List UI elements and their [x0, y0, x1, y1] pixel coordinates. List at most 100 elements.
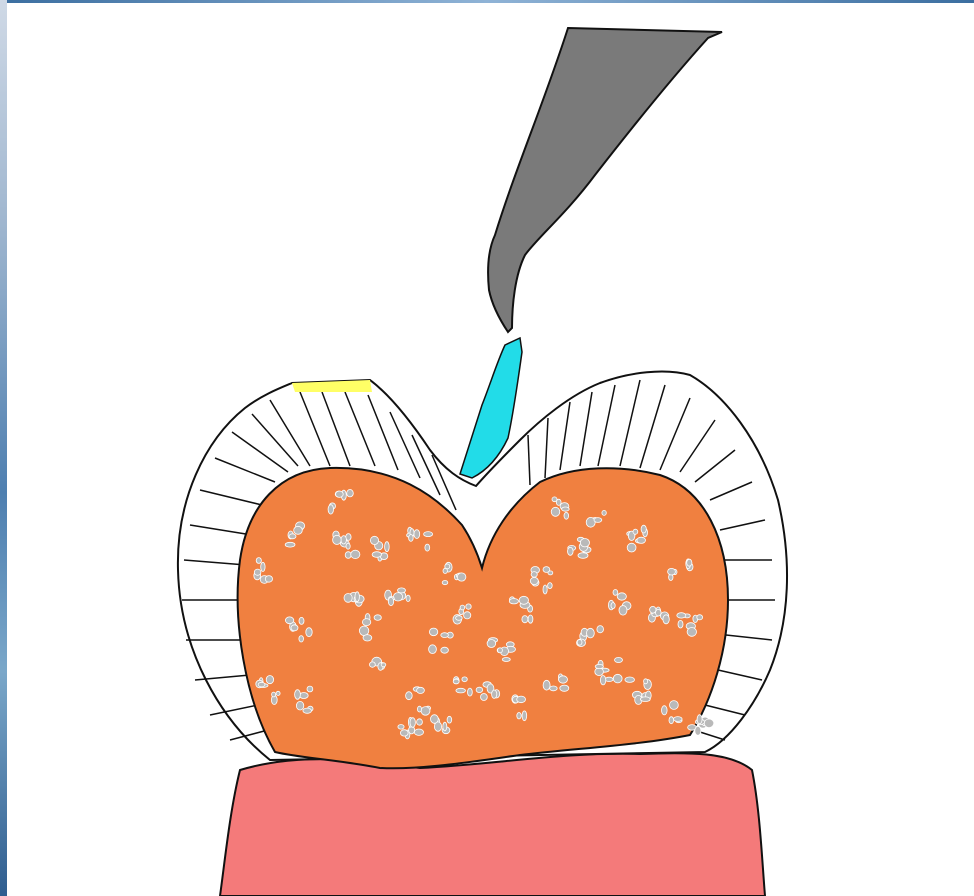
dentin-speckle — [600, 676, 605, 685]
dentin-speckle — [346, 543, 350, 549]
dentin-speckle — [611, 603, 615, 609]
dentin-speckle — [258, 682, 265, 687]
dentin-speckle — [299, 636, 304, 642]
dentin-speckle — [597, 626, 604, 633]
dentin-speckle — [627, 543, 636, 552]
dentin-speckle — [385, 542, 390, 552]
dentin-speckle — [594, 518, 602, 523]
dentin-speckle — [492, 690, 497, 698]
dentin-speckle — [266, 676, 273, 684]
dentin-speckle — [265, 576, 272, 583]
dentin-speckle — [605, 677, 613, 681]
dentin-speckle — [530, 577, 538, 584]
dentin-speckle — [619, 606, 627, 616]
dentin-speckle — [351, 550, 360, 558]
dentin-speckle — [460, 605, 465, 610]
dentin-speckle — [442, 581, 448, 585]
dentin-speckle — [456, 688, 466, 693]
dentin-speckle — [410, 718, 415, 728]
dentin-speckle — [498, 648, 503, 653]
dentin-speckle — [370, 536, 378, 544]
dentin-speckle — [414, 530, 420, 539]
dentin-speckle — [431, 715, 439, 724]
dentin-speckle — [669, 717, 674, 724]
dentin-speckle — [456, 616, 463, 621]
instrument-handle — [488, 28, 722, 332]
dentin-speckle — [625, 677, 635, 682]
dentin-speckle — [333, 535, 342, 544]
dentin-speckle — [695, 726, 701, 735]
dentin-speckle — [285, 617, 293, 624]
dentin-speckle — [429, 645, 437, 654]
dentin-speckle — [296, 701, 303, 710]
dentin-speckle — [409, 535, 414, 542]
dentin-speckle — [414, 729, 423, 735]
dentin-speckle — [704, 719, 714, 728]
dentin-speckle — [272, 692, 276, 697]
dentin-speckle — [443, 568, 447, 573]
dentin-speckle — [587, 628, 595, 638]
dentin-speckle — [687, 559, 692, 566]
dentin-speckle — [393, 593, 402, 601]
dentin-speckle — [341, 536, 346, 544]
dentin-speckle — [650, 606, 656, 613]
dentin-speckle — [374, 615, 381, 621]
dentin-speckle — [502, 658, 510, 662]
dentin-speckle — [543, 567, 550, 573]
dentin-speckle — [564, 512, 569, 519]
dentin-speckle — [697, 615, 703, 620]
dentin-speckle — [543, 680, 550, 690]
dentin-speckle — [522, 711, 527, 721]
dentin-speckle — [637, 537, 646, 543]
dentin-speckle — [560, 685, 569, 691]
dentin-speckle — [578, 553, 588, 559]
dentin-speckle — [381, 663, 386, 667]
dentin-speckle — [595, 664, 603, 668]
dentin-speckle — [417, 706, 421, 712]
dentin-speckle — [303, 708, 312, 713]
dentin-speckle — [254, 569, 261, 575]
dentin-speckle — [406, 595, 410, 601]
dentin-speckle — [370, 662, 376, 667]
dentin-speckle — [400, 730, 408, 736]
dentin-speckle — [674, 717, 683, 722]
dentin-speckle — [543, 585, 547, 594]
dentin-speckle — [668, 568, 676, 575]
dentin-speckle — [294, 526, 303, 534]
dentin-speckle — [295, 690, 301, 700]
dentin-speckle — [551, 507, 560, 516]
dentin-speckle — [457, 573, 466, 581]
dentin-speckle — [552, 497, 557, 502]
dentin-speckle — [468, 688, 473, 696]
dentin-speckle — [421, 707, 430, 716]
dentin-speckle — [425, 544, 430, 551]
dentin-speckle — [291, 625, 298, 631]
dentin-speckle — [697, 715, 702, 724]
dentin-speckle — [670, 701, 679, 710]
dentin-speckle — [289, 534, 296, 539]
dentin-speckle — [613, 674, 622, 683]
dentin-speckle — [633, 529, 638, 534]
dentin-speckle — [347, 490, 354, 497]
dentin-speckle — [453, 679, 459, 684]
dentin-speckle — [441, 633, 449, 638]
dentin-speckle — [677, 613, 686, 618]
gum-root — [220, 753, 765, 896]
dentin-speckle — [644, 679, 648, 684]
dentin-speckle — [678, 620, 683, 628]
dentin-speckle — [487, 640, 496, 648]
dentin-speckle — [577, 640, 582, 646]
dentin-speckle — [363, 635, 372, 641]
dentin-speckle — [562, 507, 570, 511]
dentin-speckle — [602, 510, 606, 515]
dentin-speckle — [443, 722, 447, 731]
dentin-speckle — [424, 532, 433, 537]
dentin-speckle — [306, 628, 312, 637]
dentin-speckle — [345, 552, 351, 559]
dentin-speckle — [355, 592, 359, 602]
dentin-speckle — [464, 612, 471, 619]
dentin-speckle — [406, 692, 413, 700]
dentin-speckle — [517, 713, 521, 719]
